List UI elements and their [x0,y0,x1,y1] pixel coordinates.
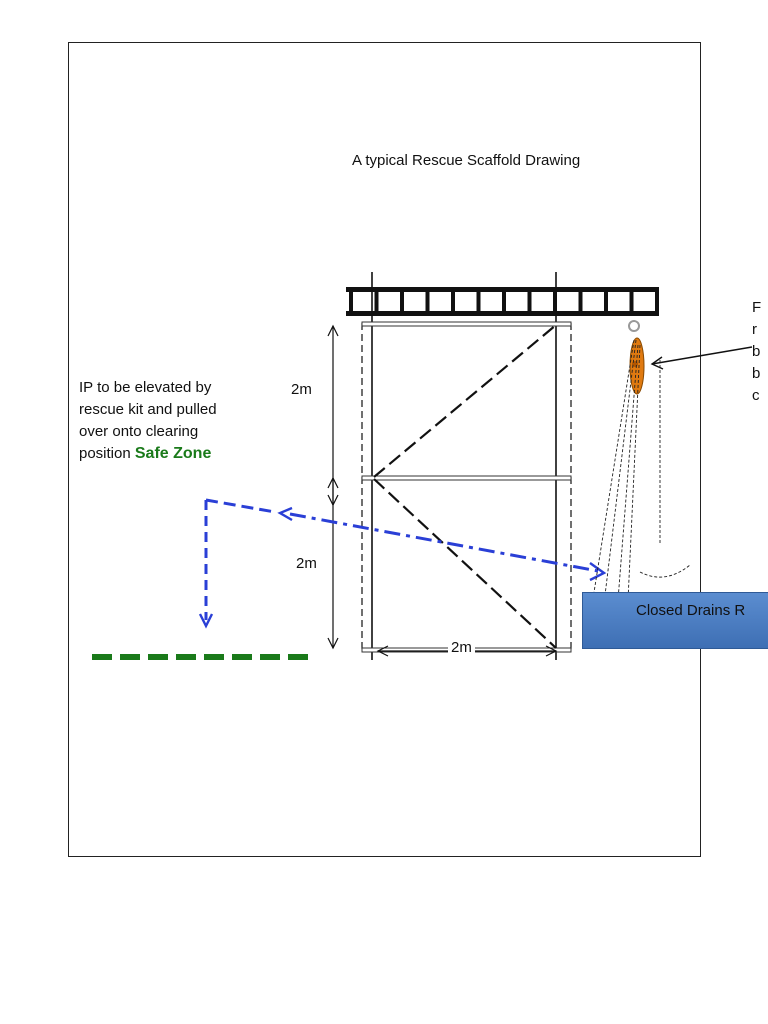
safe-zone-label: Safe Zone [134,445,212,462]
width-label: 2m [448,637,475,659]
diagram-title: A typical Rescue Scaffold Drawing [352,152,581,169]
device-note-cropped: F r b b c [752,297,768,407]
device-note-fragment: r [752,321,757,338]
ip-note-prefix: position [79,445,131,462]
ip-rescue-note: IP to be elevated by rescue kit and pull… [79,377,217,465]
device-note-fragment: b [752,343,761,360]
device-note-fragment: F [752,299,762,316]
ip-note-line: IP to be elevated by [79,379,212,396]
ip-note-line: over onto clearing [79,423,199,440]
ip-note-line: position Safe Zone [79,443,217,465]
upper-height-label: 2m [291,381,312,398]
closed-drains-box [582,592,768,649]
ip-note-line: rescue kit and pulled [79,401,217,418]
device-note-fragment: c [752,387,760,404]
closed-drains-label: Closed Drains R [636,602,746,619]
device-note-fragment: b [752,365,761,382]
lower-height-label: 2m [296,555,317,572]
